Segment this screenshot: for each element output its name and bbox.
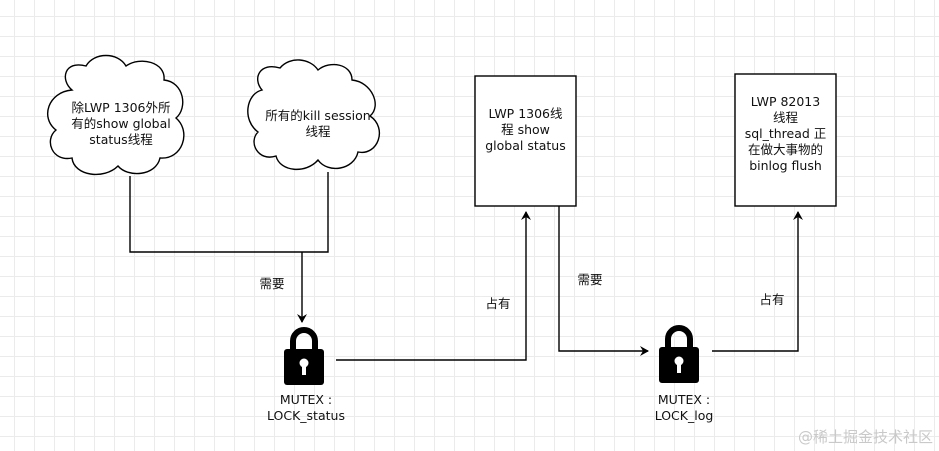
cloud-shape-left [47,54,185,176]
box-lwp82013-label: LWP 82013 线程 sql_thread 正 在做大事物的 binlog … [744,94,827,173]
edge-cloud-left-down [129,176,302,253]
edge-label-hold-log: 占有 [759,292,785,307]
box-lwp82013 [734,73,837,207]
edge-label-hold-status: 占有 [485,296,511,311]
edge-label-need-status: 需要 [259,276,285,291]
box-lwp1306 [474,75,577,207]
edge-need-log-arrow [558,206,649,356]
edge-cloud-right-down [302,172,329,253]
watermark: @稀土掘金技术社区 [797,428,933,446]
edge-label-need-log: 需要 [577,272,603,287]
lock-icon [284,327,324,385]
lock-icon [659,325,699,383]
cloud-left-label: 除LWP 1306外所 有的show global status线程 [71,100,171,147]
edge-hold-log-arrow [712,211,803,352]
cloud-right-label: 所有的kill session 线程 [265,108,371,139]
box-lwp1306-label: LWP 1306线 程 show global status [485,106,566,153]
cloud-shape-right [247,59,381,170]
mutex-lock-status-label: MUTEX : LOCK_status [267,392,345,423]
mutex-lock-log-label: MUTEX : LOCK_log [654,392,714,423]
edge-hold-status-arrow [336,211,531,361]
